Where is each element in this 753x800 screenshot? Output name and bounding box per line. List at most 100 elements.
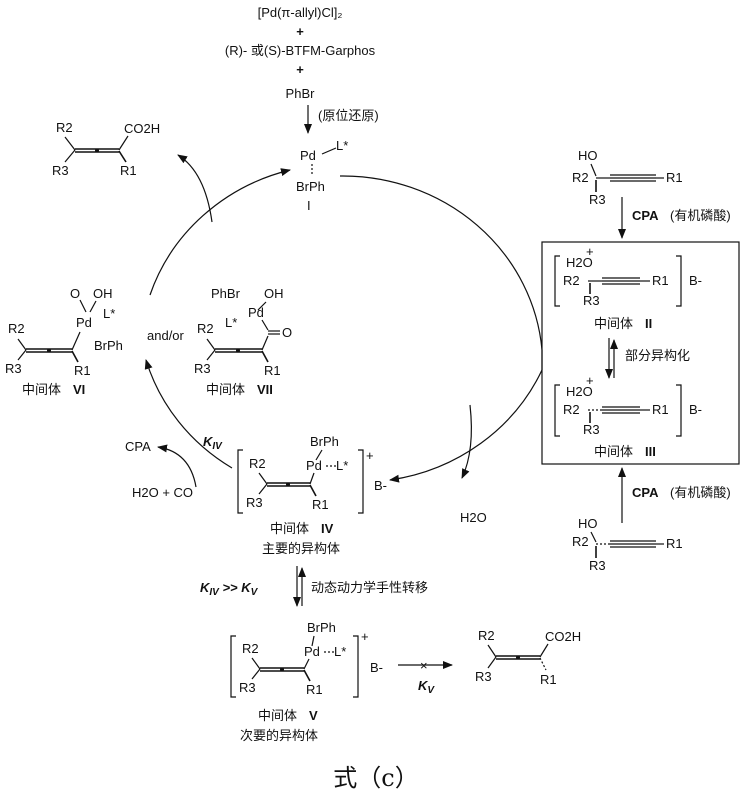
r1-label: R1 [666, 170, 683, 185]
bond [79, 299, 87, 313]
allene-center [286, 482, 290, 487]
h2o-co-label: H2O + CO [132, 485, 193, 500]
ligand-label: L* [334, 644, 346, 659]
label-num: IV [321, 521, 334, 536]
minor-isomer-note: 次要的异构体 [240, 728, 318, 743]
scheme-caption: 式（c） [333, 764, 418, 792]
bond [17, 349, 27, 361]
intermediate-vii: PhBr OH Pd L* O R2 R3 R1 中间体 VII [194, 286, 292, 397]
bracket-left [230, 635, 236, 698]
r3-label: R3 [583, 293, 600, 308]
pd-atom: Pd [300, 148, 316, 163]
major-isomer-note: 主要的异构体 [262, 541, 340, 556]
r2-label: R2 [563, 402, 580, 417]
cpa-label: CPA [632, 208, 659, 223]
r3-label: R3 [475, 669, 492, 684]
r2-label: R2 [572, 534, 589, 549]
bond [17, 338, 27, 351]
cycle-arc-upper-left [149, 168, 291, 296]
bond [64, 136, 76, 151]
pd-source-text: [Pd(π-allyl)Cl]₂ [258, 5, 343, 20]
bond [206, 349, 216, 361]
r2-label: R2 [563, 273, 580, 288]
plus-sign: + [296, 62, 304, 77]
bond [539, 643, 549, 658]
reduction-note: (原位还原) [318, 108, 379, 123]
r3-label: R3 [246, 495, 263, 510]
pd-atom: Pd [304, 644, 320, 659]
pd-atom: Pd [248, 305, 264, 320]
r1-label: R1 [312, 497, 329, 512]
h2o-label: H2O [460, 510, 487, 525]
bond [311, 635, 315, 647]
bracket-left [237, 449, 243, 514]
label-i: I [307, 198, 311, 213]
dkr-note: 动态动力学手性转移 [311, 580, 428, 595]
label-num: III [645, 444, 656, 459]
bond [257, 301, 267, 311]
label-prefix: 中间体 [258, 708, 297, 723]
cpa-note: (有机磷酸) [670, 485, 731, 500]
allene-center [516, 655, 520, 660]
ligand-label: L* [225, 315, 237, 330]
intermediate-i: Pd L* BrPh I [296, 138, 348, 213]
allene-center [236, 348, 240, 353]
label-num: VI [73, 382, 85, 397]
wedge-bond [309, 484, 317, 497]
intermediate-vi: O OH Pd L* BrPh R2 R3 R1 中间体 VI [5, 286, 123, 397]
bond [206, 338, 216, 351]
and-or-text: and/or [147, 328, 185, 343]
bond [487, 656, 497, 669]
oxocarbenium-box [541, 241, 740, 465]
pd-ligand-bond [321, 147, 337, 155]
label-prefix: 中间体 [206, 382, 245, 397]
intermediate-v: BrPh Pd L* R2 R3 R1 + B- 中间体 V 次要的异构体 [230, 620, 383, 743]
ligand-text: (R)- 或(S)-BTFM-Garphos [225, 43, 376, 58]
r2-label: R2 [56, 120, 73, 135]
anion-label: B- [689, 402, 702, 417]
product-release-arrow [177, 154, 213, 223]
allene-center [95, 148, 99, 153]
r1-label: R1 [666, 536, 683, 551]
anion-label: B- [689, 273, 702, 288]
wedge-bond [261, 350, 269, 363]
r1-label: R1 [120, 163, 137, 178]
bond [258, 483, 268, 495]
brph-label: BrPh [94, 338, 123, 353]
bracket-right [358, 449, 364, 514]
bracket-right [676, 384, 682, 437]
label-num: V [309, 708, 318, 723]
allene-acid-product-bottom: R2 R3 CO2H R1 [475, 628, 581, 687]
ligand-label: L* [103, 306, 115, 321]
r3-label: R3 [5, 361, 22, 376]
oh-label: OH [264, 286, 284, 301]
wedge-bond [71, 350, 79, 363]
r1-label: R1 [264, 363, 281, 378]
r1-label: R1 [74, 363, 91, 378]
bond [71, 331, 81, 351]
cycle-arc-lower-right [389, 369, 543, 483]
bond [251, 657, 261, 670]
oh-label: OH [93, 286, 113, 301]
co2h-label: CO2H [124, 121, 160, 136]
bond [590, 163, 597, 177]
bond [309, 472, 315, 485]
blocked-mark: × [420, 658, 428, 673]
intermediate-ii: H2O + R2 R1 R3 B- 中间体 II [554, 244, 702, 331]
k-v-label: KV [418, 678, 435, 696]
o-label: O [282, 325, 292, 340]
co-insertion-arrow [157, 444, 197, 488]
brph-label: BrPh [296, 179, 325, 194]
r1-label: R1 [540, 672, 557, 687]
bond [590, 531, 597, 543]
r2-label: R2 [478, 628, 495, 643]
r3-label: R3 [589, 558, 606, 573]
ligand-label: L* [336, 138, 348, 153]
ligand-label: L* [336, 458, 348, 473]
charge-label: + [361, 629, 369, 644]
label-num: VII [257, 382, 273, 397]
ho-label: HO [578, 516, 598, 531]
phbr-label: PhBr [211, 286, 241, 301]
bond [89, 300, 97, 313]
